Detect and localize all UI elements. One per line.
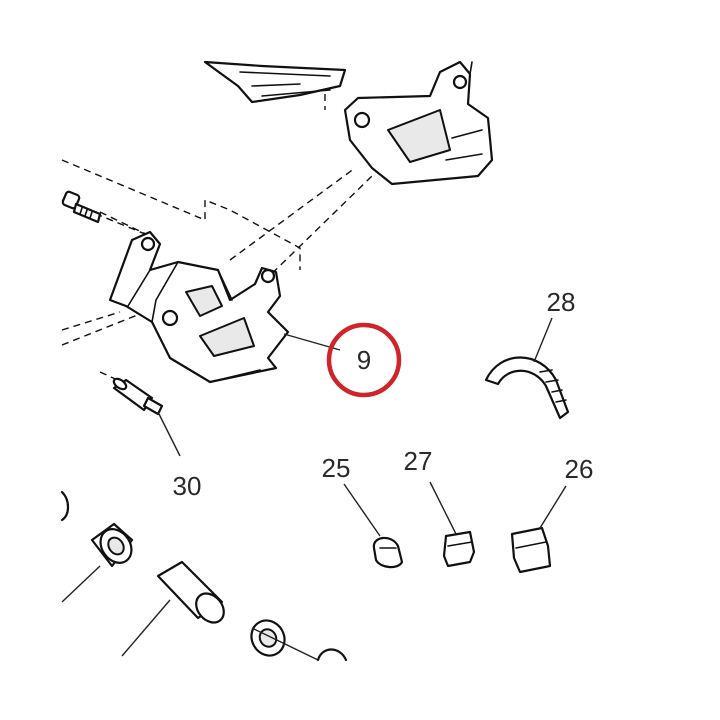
clip-part-27 <box>429 481 476 568</box>
clip-part-26 <box>510 485 567 574</box>
bearing-assembly <box>60 490 348 662</box>
highlight-circle <box>326 322 402 398</box>
upper-cover-fragment <box>203 60 347 104</box>
callout-9: 9 <box>357 345 371 375</box>
callout-27: 27 <box>404 446 433 476</box>
cable-strap-part-28 <box>484 317 570 420</box>
callout-26: 26 <box>565 454 594 484</box>
bolt-part <box>61 190 102 224</box>
callout-28: 28 <box>547 287 576 317</box>
guard-bracket-part-9 <box>108 230 290 384</box>
clip-part-25 <box>343 483 404 569</box>
spacer-bolt-part-30 <box>112 377 181 457</box>
callout-25: 25 <box>322 453 351 483</box>
callout-30: 30 <box>173 471 202 501</box>
upper-mounting-bracket <box>343 60 494 186</box>
